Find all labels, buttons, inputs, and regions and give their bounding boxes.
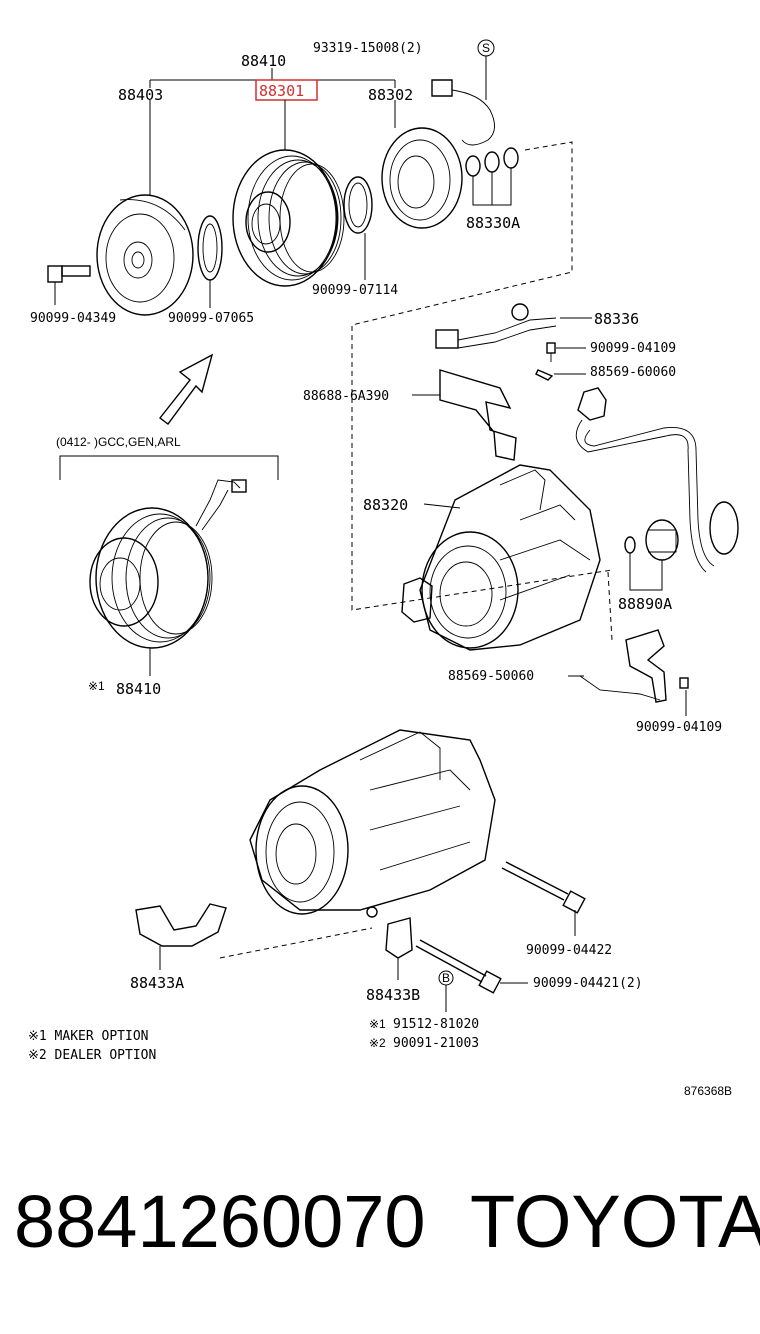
label-90099-04421: 90099-04421(2) (533, 976, 643, 991)
bolt-90099-04349 (47, 265, 91, 305)
diagram-id: 876368B (684, 1084, 732, 1098)
label-90099-04109-b: 90099-04109 (636, 720, 722, 735)
highlight-box-88301 (255, 79, 318, 101)
bracket-88433A (135, 903, 373, 970)
b-mark-label: B (442, 971, 450, 985)
label-88320: 88320 (363, 496, 408, 514)
brand-name: TOYOTA (470, 1180, 760, 1263)
bolt-90099-04421 (415, 939, 528, 994)
label-88330A: 88330A (466, 214, 520, 232)
snap-ring-90099-07114 (343, 176, 373, 280)
label-88410-top: 88410 (241, 52, 286, 70)
label-88433A: 88433A (130, 974, 184, 992)
pulley-88301 (232, 100, 345, 287)
pressure-pipe (575, 387, 739, 573)
assembly-arrow (159, 353, 214, 425)
shims-88330A (465, 147, 519, 206)
label-88569-60060: 88569-60060 (590, 365, 676, 380)
bolt-90099-04109-a (546, 342, 586, 362)
clip-88569-50060 (568, 629, 667, 703)
dealer-mark-21003: ※2 (369, 1036, 386, 1050)
part-number: 8841260070 (14, 1180, 426, 1263)
label-88403: 88403 (118, 86, 163, 104)
bolt-90099-04109-b (679, 677, 689, 716)
label-88688-6A390: 88688-6A390 (303, 389, 389, 404)
clip-88569-60060 (535, 369, 586, 381)
maker-mark-81020: ※1 (369, 1017, 386, 1031)
sensor-harness-88336 (435, 303, 592, 349)
label-90099-04109-a: 90099-04109 (590, 341, 676, 356)
label-90091-21003: 90091-21003 (393, 1036, 479, 1051)
label-88569-50060: 88569-50060 (448, 669, 534, 684)
label-90099-04349: 90099-04349 (30, 311, 116, 326)
variant-bracket (59, 455, 279, 480)
label-88302: 88302 (368, 86, 413, 104)
s-mark-label: S (482, 41, 490, 55)
label-88410-bottom: 88410 (116, 680, 161, 698)
field-coil-88302 (381, 56, 495, 229)
label-91512-81020: 91512-81020 (393, 1017, 479, 1032)
maker-mark-88410: ※1 (88, 679, 105, 693)
compressor-lower (249, 729, 496, 918)
label-88890A: 88890A (618, 595, 672, 613)
label-90099-07065: 90099-07065 (168, 311, 254, 326)
variant-note: (0412- )GCC,GEN,ARL (56, 435, 181, 449)
legend-dealer-option: ※2 DEALER OPTION (28, 1048, 156, 1063)
valve-88890A (624, 519, 679, 591)
label-88301[interactable]: 88301 (259, 82, 304, 100)
clutch-hub-88403 (96, 100, 194, 316)
label-88336: 88336 (594, 310, 639, 328)
label-88433B: 88433B (366, 986, 420, 1004)
bolt-90099-04422 (501, 861, 586, 936)
legend-maker-option: ※1 MAKER OPTION (28, 1029, 148, 1044)
label-90099-07114: 90099-07114 (312, 283, 398, 298)
bracket-88688-6A390 (412, 369, 517, 461)
snap-ring-90099-07065 (197, 215, 223, 308)
compressor-88320 (401, 464, 601, 651)
bracket-88433B (385, 917, 413, 980)
label-93319-15008: 93319-15008(2) (313, 41, 423, 56)
clutch-assembly-88410-alt (89, 479, 247, 676)
label-90099-04422: 90099-04422 (526, 943, 612, 958)
